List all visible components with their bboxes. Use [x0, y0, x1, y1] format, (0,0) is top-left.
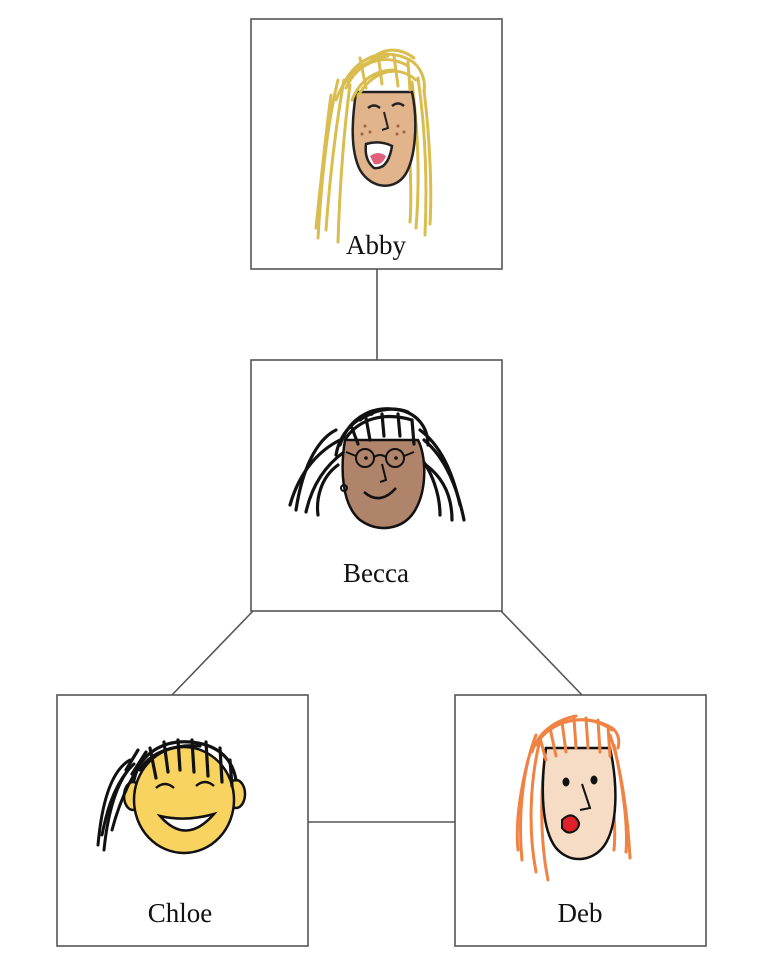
node-label: Becca	[343, 558, 409, 588]
face-black-hair-smiling-icon	[96, 738, 247, 855]
face-dark-hair-glasses-icon	[288, 407, 466, 530]
face-long-blonde-hair-laughing-icon	[314, 48, 433, 244]
node-label: Chloe	[148, 898, 213, 928]
node-deb: Deb	[454, 694, 707, 947]
face-red-hair-lipstick-icon	[515, 714, 632, 882]
node-label: Deb	[558, 898, 603, 928]
node-becca: Becca	[250, 359, 503, 612]
edge-becca-deb	[500, 610, 583, 696]
node-label: Abby	[346, 230, 406, 260]
node-abby: Abby	[250, 18, 503, 270]
edge-becca-chloe	[171, 610, 254, 696]
connector-lines	[171, 269, 583, 823]
node-chloe: Chloe	[56, 694, 309, 947]
